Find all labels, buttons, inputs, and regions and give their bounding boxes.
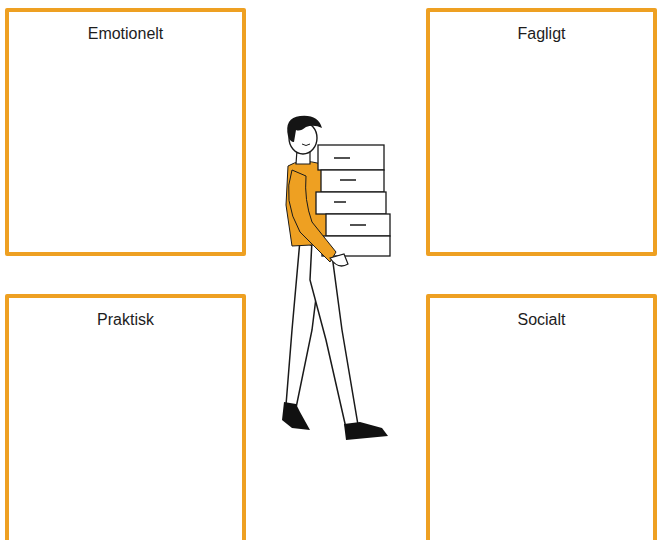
category-heading: Socialt (430, 311, 653, 329)
box-stack (316, 145, 390, 256)
smile (302, 144, 310, 146)
box (318, 145, 384, 170)
hair (287, 116, 322, 142)
box (316, 192, 386, 214)
category-box: Fagligt (426, 8, 657, 256)
category-box: Praktisk (5, 294, 246, 540)
category-heading: Emotionelt (9, 25, 242, 43)
category-heading: Praktisk (9, 311, 242, 329)
sleeve (288, 170, 336, 262)
back-shoe (282, 402, 310, 430)
category-heading: Fagligt (430, 25, 653, 43)
box (321, 170, 384, 192)
front-leg (310, 240, 358, 428)
category-box: Socialt (426, 294, 657, 540)
front-shoe (344, 422, 388, 440)
hand (330, 254, 348, 266)
category-box: Emotionelt (5, 8, 246, 256)
box-flap (334, 158, 366, 225)
